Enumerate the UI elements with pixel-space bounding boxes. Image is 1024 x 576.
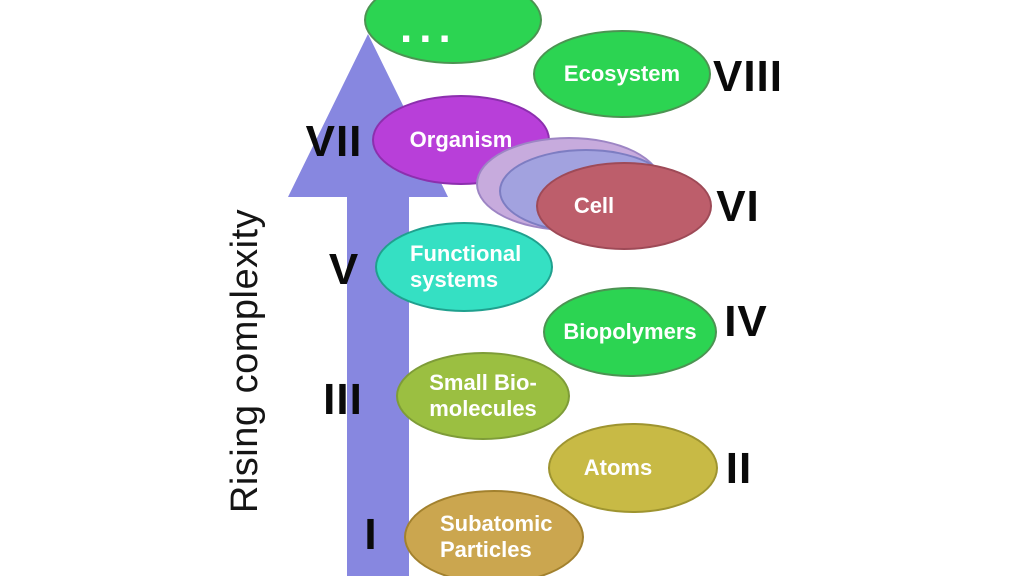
level-numeral-2: II: [725, 444, 753, 493]
level-label: Functional systems: [410, 240, 522, 292]
level-numeral-1: I: [364, 510, 378, 559]
level-numeral-3: III: [323, 375, 363, 424]
level-numeral-8: VIII: [712, 52, 784, 101]
level-numeral-6: VI: [716, 182, 760, 231]
level-ellipse-biopolymers: Biopolymers: [543, 287, 717, 377]
level-label: Ecosystem: [563, 60, 681, 86]
level-numeral-5: V: [328, 245, 360, 294]
level-ellipse-small-biomolecules: Small Bio- molecules: [396, 352, 570, 440]
level-ellipse-cell: Cell: [536, 162, 712, 250]
level-label: Atoms: [583, 454, 653, 480]
axis-label-rising-complexity: Rising complexity: [224, 208, 266, 514]
level-numeral-7: VII: [305, 117, 363, 166]
level-numeral-4: IV: [724, 297, 768, 346]
level-ellipse-functional-systems: Functional systems: [375, 222, 553, 312]
level-ellipse-continuation: ...: [364, 0, 542, 64]
level-label: Subatomic Particles: [440, 510, 553, 562]
level-label: Organism: [409, 126, 513, 152]
level-label: Biopolymers: [563, 318, 697, 344]
level-ellipse-atoms: Atoms: [548, 423, 718, 513]
level-label: Cell: [573, 192, 615, 218]
level-ellipse-subatomic-particles: Subatomic Particles: [404, 490, 584, 576]
ellipsis-label: ...: [400, 3, 458, 52]
level-label: Small Bio- molecules: [429, 369, 537, 421]
level-ellipse-ecosystem: Ecosystem: [533, 30, 711, 118]
